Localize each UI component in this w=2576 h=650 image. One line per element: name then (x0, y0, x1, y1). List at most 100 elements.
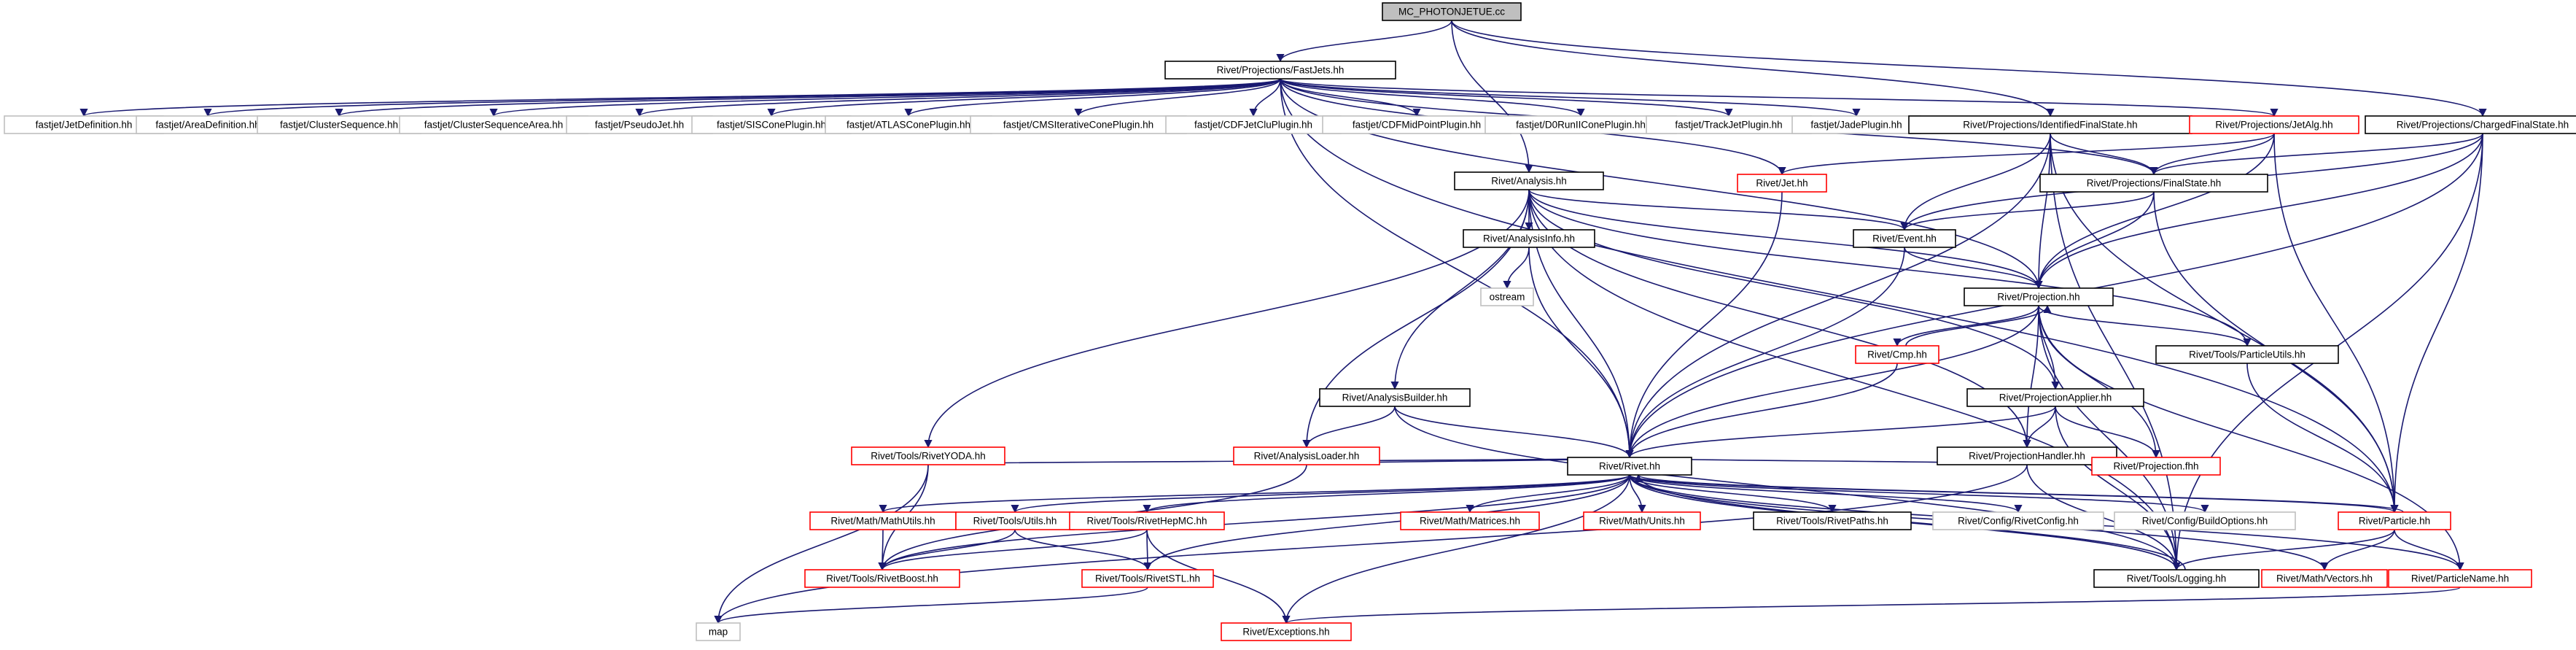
node-fastjets[interactable]: Rivet/Projections/FastJets.hh (1164, 61, 1396, 80)
node-analysis[interactable]: Rivet/Analysis.hh (1454, 171, 1604, 190)
node-rivet[interactable]: Rivet/Rivet.hh (1567, 457, 1692, 476)
node-exceptions[interactable]: Rivet/Exceptions.hh (1221, 622, 1352, 641)
node-jetalg[interactable]: Rivet/Projections/JetAlg.hh (2189, 115, 2359, 134)
edge-analysisbuilder-to-rivet (1394, 406, 1634, 459)
edge-particlename-to-exceptions (1283, 587, 2461, 624)
edge-utils-to-rivetstl (1014, 529, 1152, 571)
node-analysisbuilder[interactable]: Rivet/AnalysisBuilder.hh (1319, 388, 1471, 407)
node-rivet-box (1567, 457, 1692, 476)
node-idfs[interactable]: Rivet/Projections/IdentifiedFinalState.h… (1908, 115, 2192, 134)
node-utils[interactable]: Rivet/Tools/Utils.hh (955, 511, 1075, 530)
edge-idfs-to-event (1900, 133, 2051, 231)
node-rivethepmc[interactable]: Rivet/Tools/RivetHepMC.hh (1069, 511, 1225, 530)
node-rivetyoda[interactable]: Rivet/Tools/RivetYODA.hh (851, 446, 1005, 465)
edge-rivet-to-exceptions (1282, 474, 1630, 624)
edge-jet-to-rivet (1625, 191, 1783, 459)
node-cmsiter: fastjet/CMSIterativeConePlugin.hh (970, 115, 1187, 134)
edge-idfs-to-finalstate (2050, 133, 2158, 176)
node-mathutils-box (809, 511, 957, 530)
node-particle[interactable]: Rivet/Particle.hh (2338, 511, 2451, 530)
node-particlename-box (2388, 569, 2532, 588)
node-logging-box (2093, 569, 2260, 588)
edge-projection-to-particleutils (2038, 305, 2252, 347)
node-vectors-label: Rivet/Math/Vectors.hh (2276, 573, 2373, 584)
node-vectors-box (2261, 569, 2388, 588)
edge-projapplier-to-projhandler (2023, 406, 2056, 449)
edge-projapplier-to-projectionfhh (2055, 406, 2160, 459)
node-rivetboost[interactable]: Rivet/Tools/RivetBoost.hh (804, 569, 960, 588)
node-fastjets-box (1164, 61, 1396, 80)
edge-cmp-to-projection (1905, 304, 2052, 347)
node-pseudojet-label: fastjet/PseudoJet.hh (595, 120, 684, 131)
node-analysisloader-box (1233, 446, 1380, 465)
node-projectionfhh-box (2091, 457, 2221, 476)
node-rivetstl[interactable]: Rivet/Tools/RivetSTL.hh (1081, 569, 1214, 588)
edge-rivet-to-rivetboost (878, 474, 1630, 571)
node-clusterseq-label: fastjet/ClusterSequence.hh (280, 120, 398, 131)
node-cmp[interactable]: Rivet/Cmp.hh (1855, 345, 1939, 364)
node-exceptions-box (1221, 622, 1352, 641)
edge-analysisbuilder-to-logging (1394, 406, 2181, 571)
edge-utils-to-rivetboost (878, 529, 1016, 571)
edge-analysis-to-projection (1528, 189, 2043, 290)
node-trackjet-label: fastjet/TrackJetPlugin.hh (1675, 120, 1782, 131)
node-particleutils[interactable]: Rivet/Tools/ParticleUtils.hh (2155, 345, 2339, 364)
node-event[interactable]: Rivet/Event.hh (1853, 229, 1956, 248)
node-clusterseq: fastjet/ClusterSequence.hh (257, 115, 421, 134)
edge-root-to-idfs (1451, 20, 2055, 117)
node-projhandler-box (1937, 446, 2117, 465)
edge-idfs-to-logging (2050, 133, 2181, 571)
node-projhandler[interactable]: Rivet/ProjectionHandler.hh (1937, 446, 2117, 465)
node-map-box (696, 622, 741, 641)
edge-analysis-to-particleutils (1528, 189, 2252, 347)
edge-rivetyoda-to-map (714, 464, 929, 624)
edge-projection-to-cmp (1893, 305, 2039, 347)
edge-projection-to-rivet (1625, 305, 2039, 459)
node-trackjet: fastjet/TrackJetPlugin.hh (1646, 115, 1812, 134)
node-analysisinfo[interactable]: Rivet/AnalysisInfo.hh (1463, 229, 1595, 248)
node-pseudojet-box (566, 115, 713, 134)
node-finalstate[interactable]: Rivet/Projections/FinalState.hh (2039, 174, 2268, 193)
node-projectionfhh[interactable]: Rivet/Projection.fhh (2091, 457, 2221, 476)
node-analysisbuilder-box (1319, 388, 1471, 407)
node-analysisloader[interactable]: Rivet/AnalysisLoader.hh (1233, 446, 1380, 465)
node-map-label: map (709, 627, 728, 638)
node-rivet-label: Rivet/Rivet.hh (1599, 461, 1660, 472)
edge-fastjets-to-siscone (767, 78, 1281, 117)
node-matrices-box (1400, 511, 1540, 530)
node-mathutils[interactable]: Rivet/Math/MathUtils.hh (809, 511, 957, 530)
edge-chargedfs-to-projection (2034, 133, 2483, 290)
node-jade-label: fastjet/JadePlugin.hh (1810, 120, 1902, 131)
node-particleutils-box (2155, 345, 2339, 364)
node-analysisinfo-box (1463, 229, 1595, 248)
node-analysisinfo-label: Rivet/AnalysisInfo.hh (1483, 233, 1575, 244)
node-projapplier[interactable]: Rivet/ProjectionApplier.hh (1966, 388, 2144, 407)
node-chargedfs[interactable]: Rivet/Projections/ChargedFinalState.hh (2365, 115, 2576, 134)
node-analysis-label: Rivet/Analysis.hh (1491, 176, 1567, 187)
node-units[interactable]: Rivet/Math/Units.hh (1583, 511, 1701, 530)
edge-analysis-to-analysisloader (1302, 189, 1530, 449)
node-rivetpaths[interactable]: Rivet/Tools/RivetPaths.hh (1753, 511, 1912, 530)
node-logging[interactable]: Rivet/Tools/Logging.hh (2093, 569, 2260, 588)
edge-jetalg-to-projection (2034, 133, 2275, 290)
node-cdfmidpoint: fastjet/CDFMidPointPlugin.hh (1322, 115, 1511, 134)
node-rivetboost-label: Rivet/Tools/RivetBoost.hh (826, 573, 938, 584)
node-jet[interactable]: Rivet/Jet.hh (1737, 174, 1827, 193)
node-vectors[interactable]: Rivet/Math/Vectors.hh (2261, 569, 2388, 588)
node-finalstate-box (2039, 174, 2268, 193)
node-projection[interactable]: Rivet/Projection.hh (1964, 287, 2114, 306)
edge-fastjets-to-atlascone (904, 78, 1281, 117)
edge-idfs-to-projection (2034, 133, 2051, 290)
node-matrices[interactable]: Rivet/Math/Matrices.hh (1400, 511, 1540, 530)
node-areadef: fastjet/AreaDefinition.hh (136, 115, 280, 134)
edge-layer (80, 20, 2487, 624)
edge-analysis-to-rivetyoda (924, 189, 1530, 449)
node-idfs-label: Rivet/Projections/IdentifiedFinalState.h… (1963, 120, 2137, 131)
node-particlename[interactable]: Rivet/ParticleName.hh (2388, 569, 2532, 588)
node-d0run2: fastjet/D0RunIIConePlugin.hh (1484, 115, 1677, 134)
edge-fastjets-to-particle (1280, 78, 2399, 514)
edge-analysisinfo-to-ostream (1503, 247, 1530, 290)
node-root[interactable]: MC_PHOTONJETUE.cc (1382, 2, 1522, 21)
edge-fastjets-to-pseudojet (635, 78, 1281, 117)
edge-analysis-to-event (1528, 189, 1909, 231)
